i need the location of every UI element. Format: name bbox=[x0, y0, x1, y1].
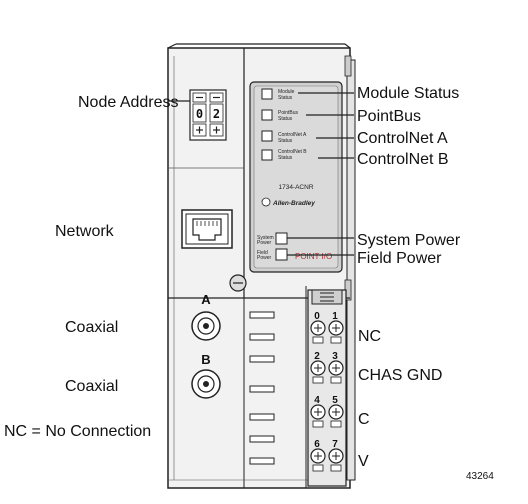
system-power-label: System Power bbox=[357, 232, 461, 249]
coaxial-b-label: Coaxial bbox=[65, 378, 118, 395]
coaxial-a-label: Coaxial bbox=[65, 319, 118, 336]
side-rail bbox=[346, 59, 356, 481]
chas-gnd-terminal-label: CHAS GND bbox=[358, 367, 442, 384]
terminal-screw[interactable]: 4 bbox=[310, 395, 326, 428]
network-port[interactable] bbox=[181, 209, 233, 249]
panel-pointbus-status-line1: PointBus bbox=[278, 110, 299, 116]
controlnet-a-led bbox=[261, 130, 273, 142]
terminal-number: 4 bbox=[314, 395, 320, 406]
terminal-number: 2 bbox=[314, 351, 320, 362]
controlnet-a-label: ControlNet A bbox=[357, 130, 448, 147]
controlnet-b-led bbox=[261, 149, 273, 161]
pointbus-label: PointBus bbox=[357, 108, 421, 125]
panel-controlnet-b-line1: ControlNet B bbox=[278, 149, 307, 155]
connector-a-letter: A bbox=[201, 292, 211, 307]
terminal-screws: 0 1 2 3 4 5 6 7 bbox=[310, 311, 344, 472]
terminal-screw[interactable]: 0 bbox=[310, 311, 326, 344]
module-status-label: Module Status bbox=[357, 85, 459, 102]
panel-module-status-line1: Module bbox=[278, 89, 295, 95]
terminal-screw[interactable]: 6 bbox=[310, 439, 326, 472]
catalog-number: 1734-ACNR bbox=[278, 184, 313, 191]
panel-system-power-line2: Power bbox=[257, 240, 272, 246]
panel-system-power-line1: System bbox=[257, 235, 274, 241]
status-panel: Module Status PointBus Status ControlNet… bbox=[249, 81, 343, 273]
terminal-screw[interactable]: 5 bbox=[328, 395, 344, 428]
pointbus-status-led bbox=[261, 109, 273, 121]
terminal-number: 7 bbox=[332, 439, 338, 450]
terminal-screw[interactable]: 1 bbox=[328, 311, 344, 344]
panel-pointbus-status-line2: Status bbox=[278, 116, 293, 122]
brand-name: Allen-Bradley bbox=[272, 200, 315, 207]
rj45-socket-icon bbox=[192, 218, 222, 241]
node-digit-1: 0 bbox=[196, 107, 203, 121]
node-digit-2: 2 bbox=[213, 107, 220, 121]
point-io-logo: POINT I/O bbox=[295, 252, 332, 261]
field-power-led bbox=[275, 248, 288, 261]
figure-number: 43264 bbox=[466, 471, 494, 482]
module-status-led bbox=[261, 88, 273, 100]
allen-bradley-logo-icon bbox=[261, 197, 271, 207]
terminal-screw[interactable]: 2 bbox=[310, 351, 326, 384]
terminal-number: 6 bbox=[314, 439, 320, 450]
terminal-screw[interactable]: 3 bbox=[328, 351, 344, 384]
panel-controlnet-b-line2: Status bbox=[278, 155, 293, 161]
controlnet-b-label: ControlNet B bbox=[357, 151, 449, 168]
c-terminal-label: C bbox=[358, 411, 370, 428]
panel-controlnet-a-line2: Status bbox=[278, 138, 293, 144]
network-label: Network bbox=[55, 223, 115, 240]
leader-lines bbox=[168, 92, 354, 256]
nc-note-label: NC = No Connection bbox=[4, 423, 151, 440]
coax-connector-a[interactable]: A bbox=[191, 292, 221, 341]
nc-terminal-label: NC bbox=[358, 328, 381, 345]
terminal-number: 0 bbox=[314, 311, 320, 322]
node-address-switches[interactable]: 0 2 bbox=[189, 89, 227, 141]
panel-field-power-line1: Field bbox=[257, 250, 268, 256]
connector-b-letter: B bbox=[201, 352, 210, 367]
panel-field-power-line2: Power bbox=[257, 255, 272, 261]
terminal-number: 5 bbox=[332, 395, 338, 406]
vent-slots bbox=[249, 311, 275, 465]
terminal-screw[interactable]: 7 bbox=[328, 439, 344, 472]
v-terminal-label: V bbox=[358, 453, 369, 470]
terminal-number: 3 bbox=[332, 351, 338, 362]
node-address-label: Node Address bbox=[78, 94, 179, 111]
coax-connector-b[interactable]: B bbox=[191, 352, 221, 399]
field-power-label: Field Power bbox=[357, 250, 442, 267]
system-power-led bbox=[275, 232, 288, 245]
terminal-number: 1 bbox=[332, 311, 338, 322]
panel-controlnet-a-line1: ControlNet A bbox=[278, 132, 307, 138]
panel-module-status-line2: Status bbox=[278, 95, 293, 101]
